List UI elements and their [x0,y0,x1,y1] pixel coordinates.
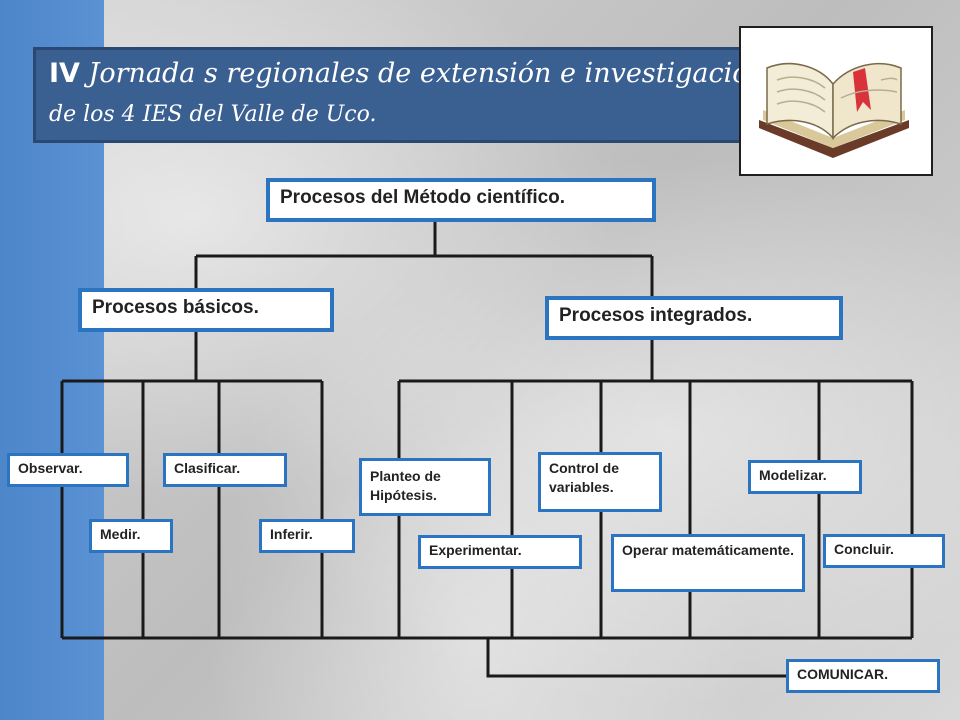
book-picture-frame [739,26,933,176]
node-observar: Observar. [7,453,129,487]
title-line-2: de los 4 IES del Valle de Uco. [49,102,377,127]
title-line-1: IV Jornada s regionales de extensión e i… [49,58,766,89]
node-basic-processes: Procesos básicos. [78,288,334,332]
title-banner: IV Jornada s regionales de extensión e i… [33,47,766,143]
node-medir: Medir. [89,519,173,553]
open-book-icon [759,62,909,158]
node-integrated-processes: Procesos integrados. [545,296,843,340]
title-roman-numeral: IV [49,58,80,89]
node-modelizar: Modelizar. [748,460,862,494]
node-control-variables: Control de variables. [538,452,662,512]
node-experimentar: Experimentar. [418,535,582,569]
node-concluir: Concluir. [823,534,945,568]
node-clasificar: Clasificar. [163,453,287,487]
node-comunicar: COMUNICAR. [786,659,940,693]
node-inferir: Inferir. [259,519,355,553]
node-operar-matematicamente: Operar matemáticamente. [611,534,805,592]
node-planteo-hipotesis: Planteo de Hipótesis. [359,458,491,516]
title-line-1-text: Jornada s regionales de extensión e inve… [79,58,766,89]
node-root: Procesos del Método científico. [266,178,656,222]
